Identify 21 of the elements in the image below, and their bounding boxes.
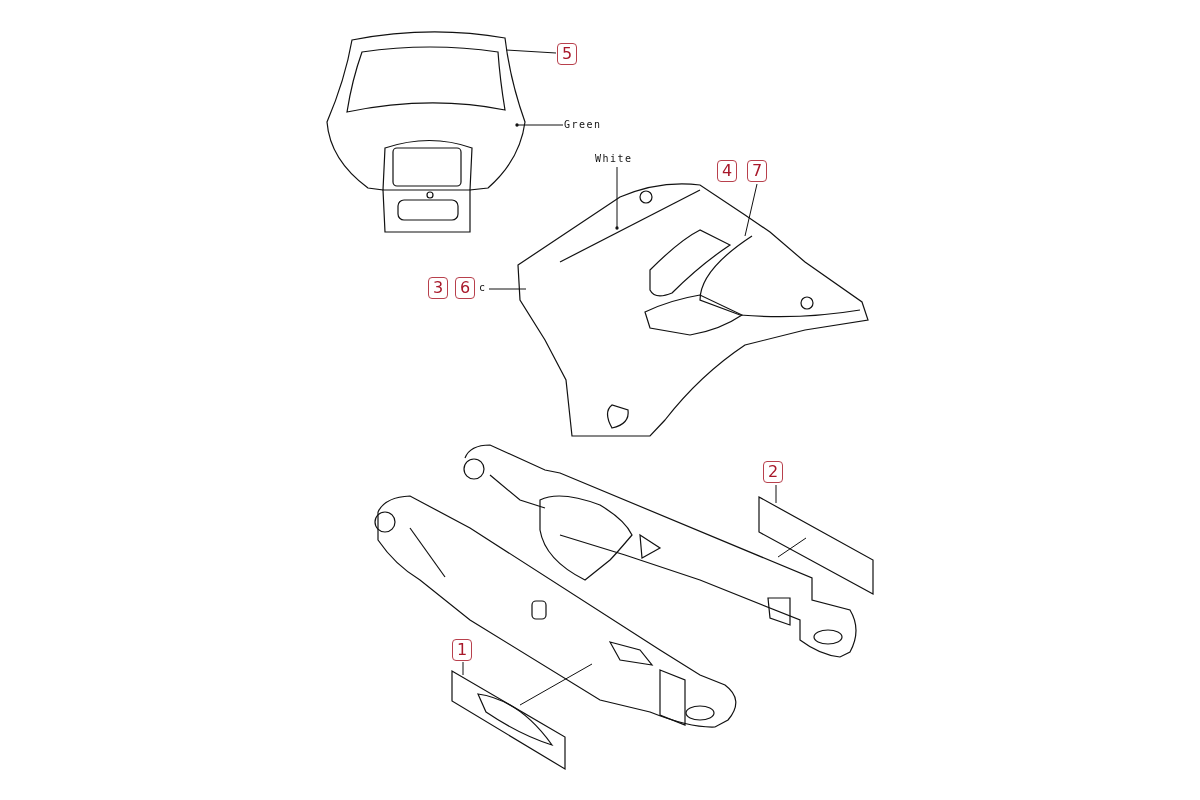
callout-number: 5 [557, 43, 577, 65]
callout-number: 2 [763, 461, 783, 483]
callout-number: 6 [455, 277, 475, 299]
leader-line [462, 661, 464, 676]
decal-sheet-drawing [756, 495, 876, 597]
callout-number: 7 [747, 160, 767, 182]
leader-line [775, 484, 777, 504]
callout-number: 1 [452, 639, 472, 661]
leader-line [515, 123, 564, 127]
leader-line [488, 288, 527, 290]
color-note: White [595, 153, 633, 164]
leader-line [519, 663, 593, 706]
decal-drawing [448, 668, 568, 772]
leader-line [777, 537, 807, 558]
leader-line [744, 183, 758, 237]
leader-line [505, 49, 557, 54]
color-note: Green [564, 119, 602, 130]
callout-number: 3 [428, 277, 448, 299]
leader-line [615, 166, 619, 230]
callout-number: 4 [717, 160, 737, 182]
stray-letter: c [479, 282, 487, 293]
